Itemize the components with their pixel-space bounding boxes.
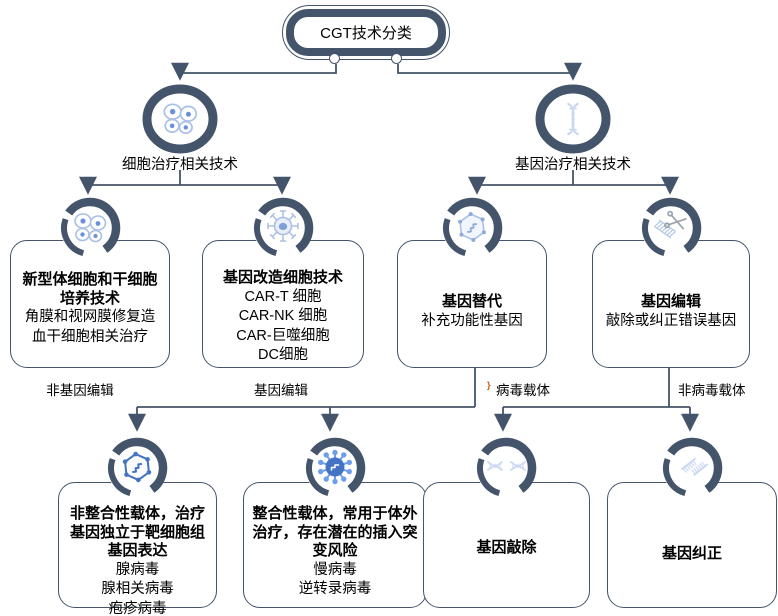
root-title: CGT技术分类 bbox=[320, 25, 412, 42]
node-title: 基因纠正 bbox=[661, 545, 722, 562]
node-line: 敲除或纠正错误基因 bbox=[605, 312, 737, 329]
node-non-integrating-vector: 非整合性载体，治疗基因独立于靶细胞组基因表达 腺病毒 腺相关病毒 疱疹病毒 bbox=[58, 482, 217, 616]
node-cell-therapy bbox=[142, 84, 218, 154]
edge-label-non-viral-vector: 非病毒载体 bbox=[678, 383, 746, 398]
node-line: 腺病毒 bbox=[115, 561, 160, 578]
badge-gene-hexagon-bright bbox=[107, 437, 168, 498]
node-line: 补充功能性基因 bbox=[421, 312, 523, 329]
node-title: 整合性载体，常用于体外治疗，存在潜在的插入突变风险 bbox=[252, 505, 418, 559]
root-node: CGT技术分类 bbox=[282, 5, 450, 64]
badge-dna-correction bbox=[662, 437, 723, 498]
node-line: 腺相关病毒 bbox=[101, 581, 174, 597]
node-line: 血干细胞相关治疗 bbox=[32, 328, 148, 345]
badge-dna-knockout bbox=[476, 437, 537, 498]
badge-dna-scissors bbox=[641, 197, 702, 258]
edge-label-gene-editing: 基因编辑 bbox=[254, 383, 308, 398]
node-line: 逆转录病毒 bbox=[298, 581, 372, 597]
node-line: CAR-NK 细胞 bbox=[238, 308, 328, 324]
node-title: 新型体细胞和干细胞培养技术 bbox=[22, 271, 158, 307]
node-integrating-vector: 整合性载体，常用于体外治疗，存在潜在的插入突变风险 慢病毒 逆转录病毒 bbox=[243, 482, 427, 608]
badge-virus bbox=[305, 437, 366, 498]
connector-port-right bbox=[391, 53, 402, 64]
badge-car-cell bbox=[253, 197, 314, 258]
badge-cells bbox=[60, 197, 121, 258]
node-title: 基因编辑 bbox=[640, 293, 701, 310]
car-cell-icon bbox=[267, 210, 299, 242]
node-gene-knockout: 基因敲除 bbox=[423, 482, 590, 608]
node-title: 基因替代 bbox=[441, 293, 502, 310]
annotation-mark: } bbox=[487, 380, 491, 390]
node-line: 角膜和视网膜修复造 bbox=[24, 309, 156, 325]
node-line: CAR-T 细胞 bbox=[244, 288, 322, 305]
node-line: 慢病毒 bbox=[313, 561, 357, 578]
label-cell-therapy: 细胞治疗相关技术 bbox=[122, 157, 238, 173]
node-line: CAR-巨噬细胞 bbox=[236, 327, 330, 344]
badge-gene-hexagon bbox=[442, 197, 503, 258]
node-title: 基因敲除 bbox=[476, 539, 537, 556]
node-line: DC细胞 bbox=[258, 347, 308, 363]
node-gene-editing: 基因编辑 敲除或纠正错误基因 bbox=[592, 240, 750, 368]
node-line: 疱疹病毒 bbox=[108, 600, 167, 616]
edge-label-viral-vector: 病毒载体 bbox=[496, 383, 550, 398]
node-gene-therapy bbox=[535, 84, 611, 154]
node-novel-cell-culture: 新型体细胞和干细胞培养技术 角膜和视网膜修复造 血干细胞相关治疗 bbox=[10, 240, 170, 368]
node-title: 基因改造细胞技术 bbox=[222, 269, 343, 286]
node-gene-replacement: 基因替代 补充功能性基因 bbox=[397, 240, 547, 368]
label-gene-therapy: 基因治疗相关技术 bbox=[515, 157, 631, 173]
connector-port-left bbox=[329, 53, 340, 64]
node-title: 非整合性载体，治疗基因独立于靶细胞组基因表达 bbox=[69, 505, 205, 559]
root-node-ring bbox=[286, 9, 446, 56]
node-gene-correction: 基因纠正 bbox=[607, 482, 777, 608]
node-gene-modified-cell: 基因改造细胞技术 CAR-T 细胞 CAR-NK 细胞 CAR-巨噬细胞 DC细… bbox=[202, 240, 364, 368]
edge-label-non-gene-editing: 非基因编辑 bbox=[46, 383, 114, 398]
